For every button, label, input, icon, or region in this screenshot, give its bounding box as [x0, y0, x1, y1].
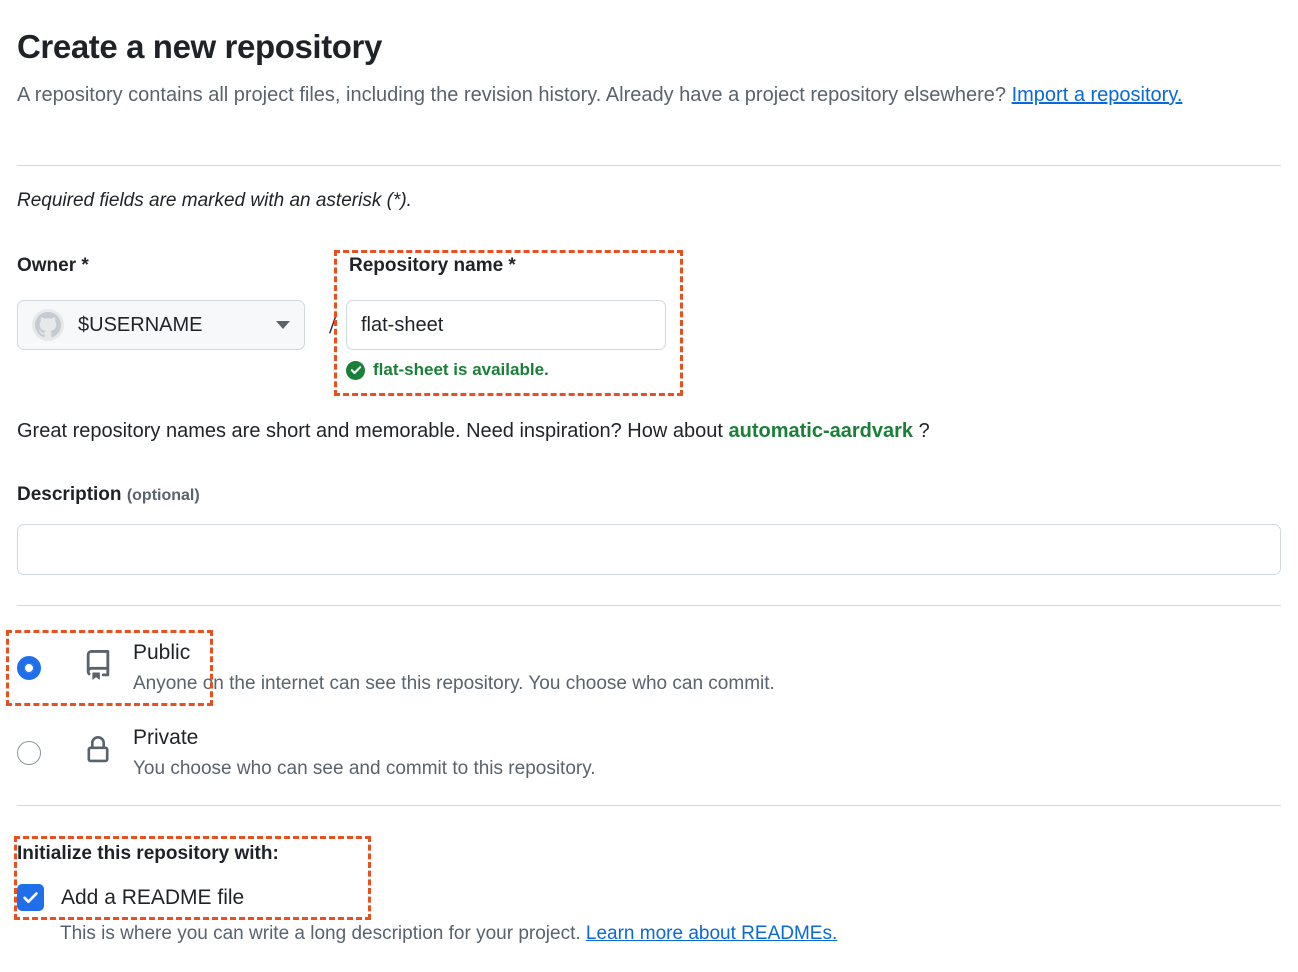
required-fields-note: Required fields are marked with an aster…	[17, 190, 412, 211]
repository-name-input[interactable]	[346, 300, 666, 350]
suggested-name[interactable]: automatic-aardvark	[728, 420, 914, 442]
initialize-heading: Initialize this repository with:	[17, 843, 279, 864]
add-readme-label: Add a README file	[61, 885, 245, 909]
visibility-public-text: Public Anyone on the internet can see th…	[133, 638, 1233, 700]
page-description: A repository contains all project files,…	[17, 67, 1207, 114]
add-readme-help-text: This is where you can write a long descr…	[60, 923, 837, 945]
owner-label: Owner *	[17, 255, 89, 276]
description-optional-tag: (optional)	[126, 487, 200, 504]
description-label: Description (optional)	[17, 484, 200, 506]
radio-private[interactable]	[17, 741, 41, 765]
learn-more-readmes-link[interactable]: Learn more about READMEs.	[585, 923, 838, 944]
repository-availability-status: flat-sheet is available.	[346, 360, 549, 380]
page-title: Create a new repository	[17, 28, 382, 65]
availability-text: flat-sheet is available.	[373, 360, 549, 379]
path-separator: /	[329, 307, 338, 340]
divider-visibility	[17, 605, 1281, 606]
description-label-text: Description	[17, 484, 122, 505]
github-octocat-avatar-icon	[32, 309, 64, 341]
visibility-public-title: Public	[133, 641, 191, 664]
lock-icon	[79, 731, 117, 769]
visibility-private-text: Private You choose who can see and commi…	[133, 723, 1233, 785]
readme-help-text: This is where you can write a long descr…	[60, 923, 586, 944]
divider-top	[17, 165, 1281, 166]
repository-name-label: Repository name *	[349, 255, 516, 276]
repository-name-suggestion: Great repository names are short and mem…	[17, 420, 930, 443]
suggestion-prefix: Great repository names are short and mem…	[17, 420, 729, 442]
check-circle-icon	[346, 360, 365, 380]
repo-book-icon	[79, 646, 117, 684]
description-input[interactable]	[17, 524, 1281, 575]
chevron-down-icon	[276, 321, 290, 329]
suggestion-suffix: ?	[913, 420, 930, 442]
import-repository-link[interactable]: Import a repository.	[1011, 84, 1183, 106]
checkbox-add-readme[interactable]	[17, 884, 44, 911]
radio-public[interactable]	[17, 656, 41, 680]
owner-value: $USERNAME	[78, 313, 203, 336]
owner-dropdown[interactable]: $USERNAME	[17, 300, 305, 350]
page-description-text: A repository contains all project files,…	[17, 84, 1012, 106]
visibility-private-desc: You choose who can see and commit to thi…	[133, 758, 596, 779]
visibility-private-title: Private	[133, 726, 199, 749]
add-readme-row[interactable]: Add a README file	[17, 884, 244, 911]
visibility-public-desc: Anyone on the internet can see this repo…	[133, 673, 775, 694]
divider-initialize	[17, 805, 1281, 806]
